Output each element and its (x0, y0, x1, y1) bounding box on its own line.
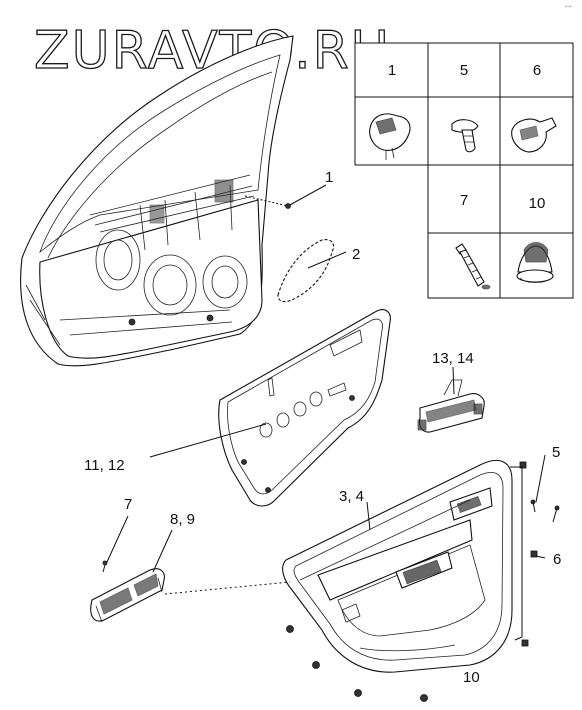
trim-insulator-panel-icon (218, 309, 391, 507)
callout-5: 5 (552, 444, 560, 461)
wire-clip-icon (511, 117, 557, 153)
callout-8-9: 8, 9 (170, 511, 195, 528)
callout-11-12: 11, 12 (84, 457, 125, 474)
retaining-clip-icon (369, 113, 411, 160)
callout-1: 1 (325, 169, 333, 186)
window-switch-panel-icon (90, 568, 165, 623)
callout-10: 10 (463, 669, 480, 686)
callout-7: 7 (124, 496, 132, 513)
loose-fasteners (102, 461, 560, 702)
screw-icon (455, 243, 491, 290)
fastener-table: 1 5 6 7 10 (354, 42, 574, 299)
water-shield-sheet-icon (277, 239, 335, 303)
callout-6: 6 (553, 551, 561, 568)
plastic-grommet-icon (516, 242, 554, 283)
door-trim-panel-icon (282, 460, 513, 673)
callout-2: 2 (352, 246, 360, 263)
callout-13-14: 13, 14 (432, 350, 474, 367)
table-header-7: 7 (460, 192, 468, 209)
table-header-10: 10 (529, 195, 546, 212)
leader-lines (106, 184, 546, 595)
corner-mark: ⌐⌐ (565, 4, 573, 10)
inner-door-handle-icon (417, 379, 485, 433)
door-inner-frame-icon (20, 35, 294, 367)
table-header-1: 1 (388, 62, 396, 79)
callout-3-4: 3, 4 (339, 488, 364, 505)
table-header-6: 6 (533, 62, 541, 79)
push-pin-clip-icon (451, 119, 479, 153)
table-header-5: 5 (460, 62, 468, 79)
